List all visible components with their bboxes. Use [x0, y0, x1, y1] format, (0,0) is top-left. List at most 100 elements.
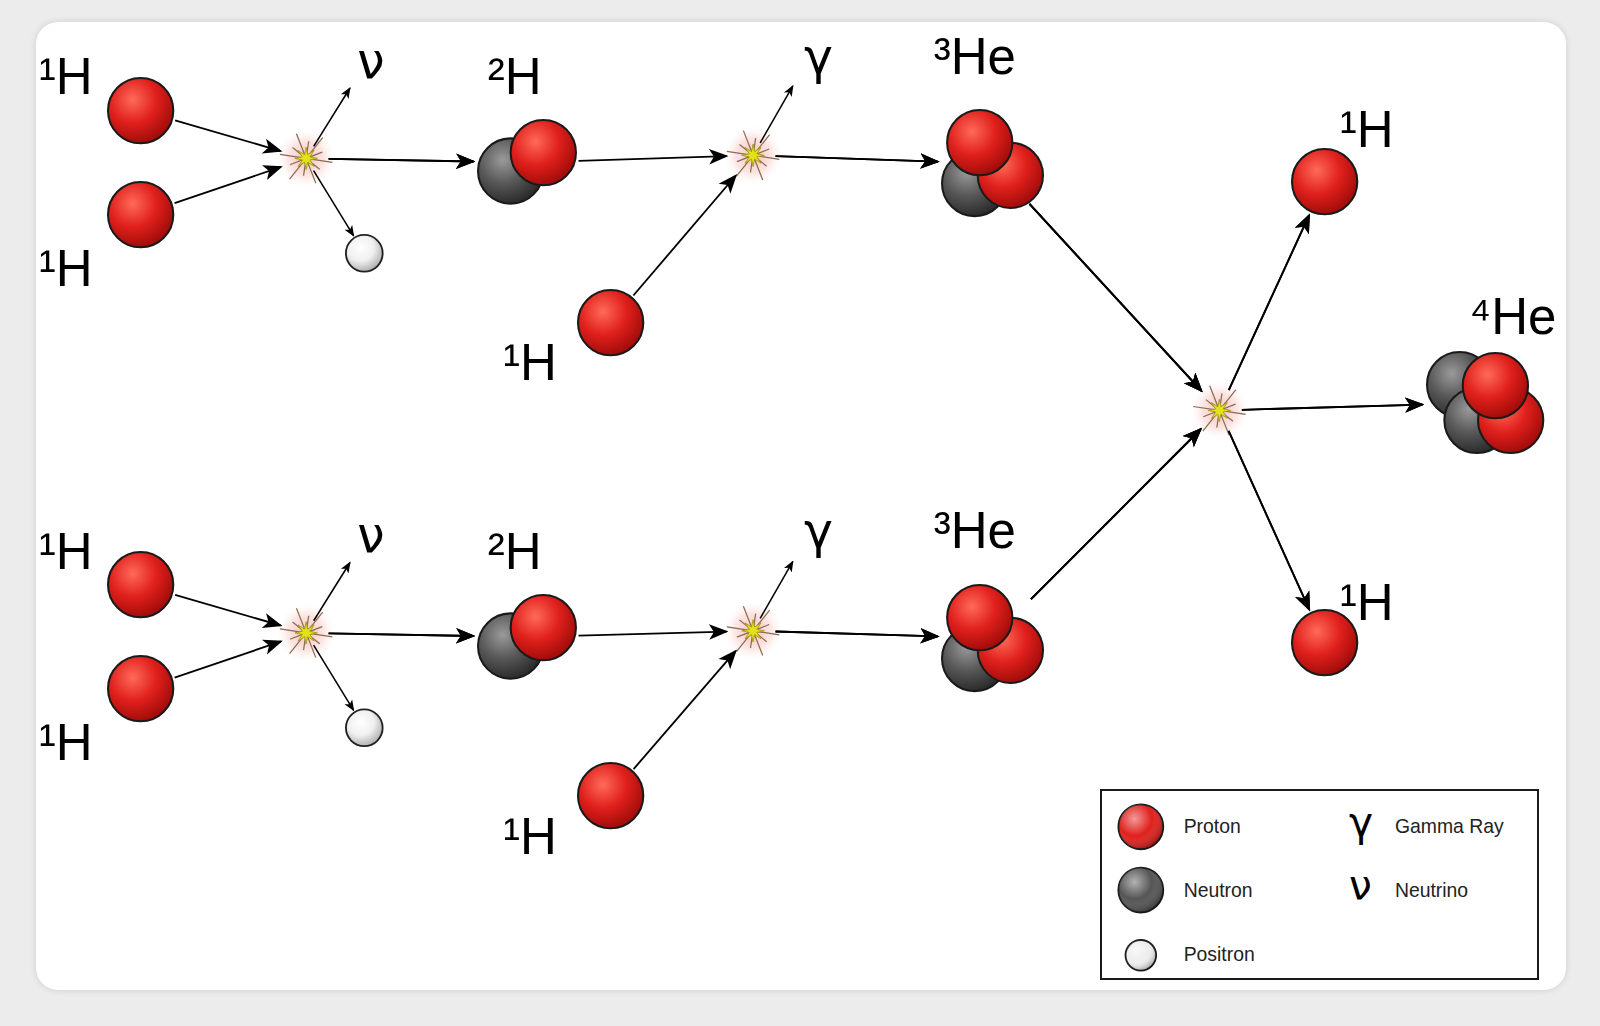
proton-ball [108, 182, 173, 247]
particle-node: ³He [942, 110, 1043, 216]
burst-glow [722, 125, 783, 186]
arrow-segment [175, 167, 281, 203]
arrow-segment [775, 156, 937, 162]
reaction-arrow [1029, 204, 1309, 610]
nuclide-label: ⁴He [1469, 291, 1556, 342]
burst-glow [276, 128, 337, 189]
legend-text: Gamma Ray [1395, 817, 1504, 836]
fusion-burst [722, 125, 783, 186]
proton-ball [578, 763, 643, 828]
particle-graphic [578, 290, 643, 355]
arrow-segment [1031, 429, 1201, 599]
proton-ball [1462, 353, 1527, 418]
arrow-segment [1242, 405, 1423, 410]
arrow-segment [1029, 204, 1201, 391]
nuclide-label: ¹H [39, 51, 93, 102]
arrow-segment [1242, 405, 1423, 410]
proton-ball [510, 595, 575, 660]
particle-node: ²H [478, 120, 576, 204]
burst-star [295, 147, 317, 169]
arrow-segment [1029, 204, 1201, 391]
particle-symbol: ν [1349, 865, 1372, 906]
nuclide-label: ¹H [39, 717, 93, 768]
particle-symbol: ν [357, 37, 384, 86]
particle-node: ³He [942, 585, 1043, 691]
nuclide-label: ¹H [39, 526, 93, 577]
fusion-burst [722, 600, 783, 661]
fusion-burst [276, 602, 337, 663]
nuclide-label: ³He [934, 31, 1016, 82]
arrow-segment [1029, 204, 1201, 391]
arrow-segment [1031, 429, 1201, 599]
emission-arrow [314, 562, 350, 620]
swatch-shading [1118, 868, 1163, 913]
arrow-segment [1031, 429, 1201, 599]
particle-symbol: γ [1349, 802, 1373, 843]
particle-graphic [942, 110, 1043, 216]
particle-graphic [108, 656, 173, 721]
reaction-arrow [579, 156, 938, 162]
particle-graphic [1427, 352, 1543, 453]
particle-node: ¹H [578, 290, 643, 355]
emission-arrow [314, 88, 350, 146]
reaction-arrow [579, 632, 938, 637]
nuclide-label: ³He [934, 505, 1016, 556]
legend-swatch [1118, 804, 1163, 849]
particle-node: ¹H [1292, 149, 1357, 214]
proton-ball [108, 78, 173, 143]
legend-text: Proton [1184, 817, 1241, 836]
reaction-arrow [175, 159, 474, 203]
proton-ball [108, 552, 173, 617]
positron-arrow [314, 645, 354, 710]
nuclide-label: ¹H [39, 243, 93, 294]
particle-node: ¹H [108, 552, 173, 617]
reaction-arrow [1031, 215, 1309, 599]
arrow-segment [634, 651, 736, 769]
particle-node: ¹H [1292, 610, 1357, 675]
nuclide-label: ¹H [503, 337, 557, 388]
particle-graphic [108, 78, 173, 143]
proton-ball [947, 585, 1012, 650]
burst-star [295, 622, 317, 644]
arrow-segment [579, 156, 727, 161]
nuclide-label: ¹H [503, 811, 557, 862]
nuclide-label: ²H [488, 526, 542, 577]
particle-node: ²H [478, 595, 576, 679]
positron-particle [346, 235, 383, 272]
burst-star [742, 620, 764, 642]
arrow-segment [329, 159, 474, 162]
proton-ball [510, 120, 575, 185]
particle-graphic [478, 120, 576, 204]
legend-text: Neutron [1184, 881, 1253, 900]
legend-swatch [1126, 940, 1157, 971]
particle-graphic [942, 585, 1043, 691]
nuclide-label: ²H [488, 51, 542, 102]
arrow-segment [175, 641, 281, 677]
particle-graphic [578, 763, 643, 828]
arrow-segment [1229, 215, 1309, 390]
arrow-segment [1229, 431, 1310, 610]
arrow-segment [776, 632, 938, 637]
particle-graphic [1292, 149, 1357, 214]
particle-node: ⁴He [1427, 352, 1543, 453]
positron-arrow [314, 171, 354, 236]
arrow-segment [1229, 431, 1310, 610]
legend-text: Positron [1184, 945, 1255, 964]
positron-particle [346, 709, 383, 746]
arrow-segment [329, 633, 474, 636]
arrow-segment [329, 159, 474, 162]
fusion-burst [276, 128, 337, 189]
reaction-arrow [175, 120, 473, 161]
arrow-segment [329, 633, 474, 636]
burst-star [1208, 399, 1230, 421]
particle-node: ¹H [108, 182, 173, 247]
emission-arrow [760, 561, 793, 618]
particle-symbol: γ [804, 33, 833, 82]
legend-swatch [1118, 868, 1163, 913]
particle-graphic [108, 552, 173, 617]
particle-node: ¹H [108, 656, 173, 721]
reaction-arrow [634, 632, 938, 770]
nuclide-label: ¹H [1340, 104, 1394, 155]
nuclide-label: ¹H [1340, 577, 1394, 628]
